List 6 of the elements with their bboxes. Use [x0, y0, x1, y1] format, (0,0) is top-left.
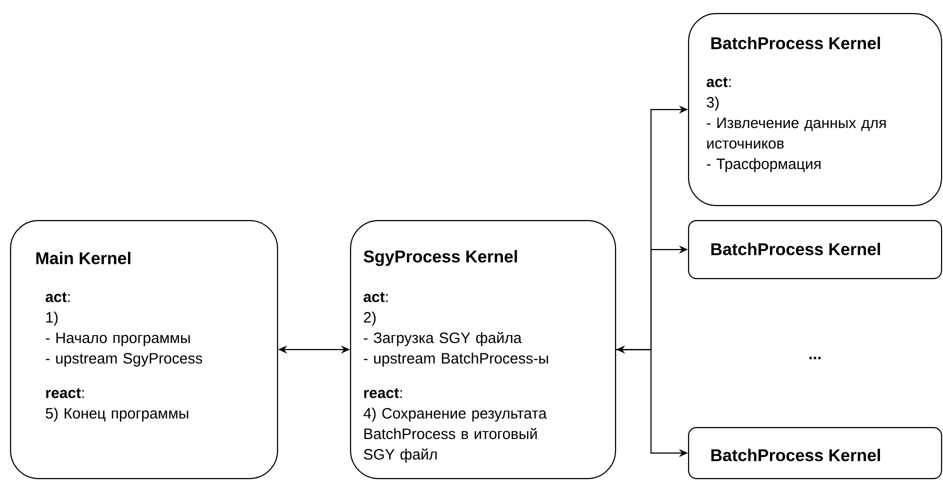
kernel-box: BatchProcess Kernel — [688, 427, 942, 480]
kernel-box: BatchProcess Kernel act: 3) - Извлечение данных для источников - Трасформация — [688, 13, 942, 206]
ellipsis-text: ... — [809, 356, 821, 360]
kernel-box: BatchProcess Kernel — [688, 220, 942, 280]
kernel-box: SgyProcess Kernel act: 2) - Загрузка SGY файла - upstream BatchProcess-ы react: 4) Сохранение результата BatchProcess в итоговый SGY файл — [350, 220, 616, 480]
kernel-box: Main Kernel act: 1) - Начало программы - upstream SgyProcess react: 5) Конец программы — [10, 220, 278, 480]
